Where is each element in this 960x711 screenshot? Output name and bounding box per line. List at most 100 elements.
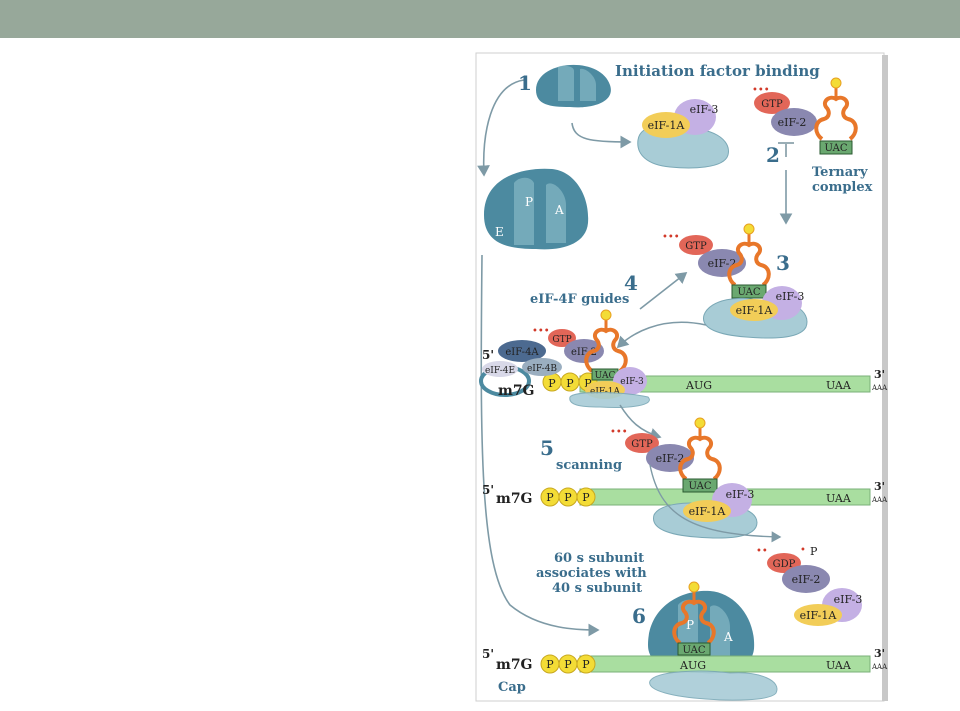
complex-40s-step1: eIF-3 eIF-1A [637, 99, 729, 169]
row3-5prime: 5' [482, 647, 494, 661]
released-factors: •• GDP • P eIF-2 eIF-3 eIF-1A [756, 545, 862, 626]
gdp-label: GDP [773, 559, 796, 570]
s3-eif1a-label: eIF-1A [736, 304, 774, 317]
cap-label: Cap [498, 680, 526, 695]
gtp-phosphates: ••• [752, 85, 770, 96]
row1-p1: P [548, 377, 556, 390]
s6-site-a: A [723, 630, 733, 644]
title-60s-1: 60 s subunit [554, 551, 644, 566]
row2-uaa: UAA [826, 492, 852, 505]
ternary-label-2: complex [812, 180, 873, 195]
released-eif1a-label: eIF-1A [800, 609, 838, 622]
gdp-phosphates: •• [756, 546, 768, 557]
arrow-3-left [616, 321, 707, 349]
ternary-label-1: Ternary [812, 165, 868, 180]
title-initiation-binding: Initiation factor binding [615, 62, 820, 80]
row3-aug: AUG [679, 659, 706, 672]
title-eif4f-guides: eIF-4F guides [530, 292, 629, 307]
ternary-complex: GTP ••• eIF-2 UAC [752, 76, 858, 155]
s5-eif1a-label: eIF-1A [689, 505, 727, 518]
eif1a-oval [642, 112, 690, 138]
eif1a-label: eIF-1A [648, 119, 686, 132]
arrow-1-right [571, 122, 632, 149]
eif4a-label: eIF-4A [505, 347, 539, 358]
arrow-4-up [639, 272, 688, 310]
title-60s-2: associates with [536, 566, 647, 581]
s4-eif2-label: eIF-2 [571, 347, 597, 358]
diagram-canvas: 1 Initiation factor binding eIF-3 eIF-1A… [475, 52, 888, 702]
row2-3prime: 3' [874, 480, 885, 493]
row3-3prime: 3' [874, 647, 885, 660]
row1-polya: AAA [871, 384, 888, 392]
row2-polya: AAA [871, 496, 888, 504]
s4-eif1a-label: eIF-1A [590, 387, 620, 397]
row3-p2: P [564, 658, 572, 671]
title-scanning: scanning [556, 458, 622, 473]
step-1-number: 1 [518, 71, 532, 95]
s4-anticodon-label: UAC [595, 371, 616, 381]
released-eif2-label: eIF-2 [792, 573, 821, 586]
eif2-label: eIF-2 [778, 116, 807, 129]
row2-p1: P [546, 491, 554, 504]
step-4-number: 4 [624, 271, 638, 295]
step-2-number: 2 [766, 143, 780, 167]
arrow-5-release [649, 464, 782, 543]
eif2-oval [771, 108, 817, 136]
released-eif3-label: eIF-3 [834, 593, 863, 606]
pi-label: P [810, 545, 818, 558]
title-60s-3: 40 s subunit [552, 581, 642, 596]
translation-initiation-diagram: 1 Initiation factor binding eIF-3 eIF-1A… [470, 45, 902, 707]
s4-gtp-label: GTP [552, 335, 571, 345]
gtp-oval [754, 92, 790, 114]
row1-p2: P [566, 377, 574, 390]
mrna-row-1: AUG UAA 3' AAA m7G P P P 5' eIF-4A eIF-4… [479, 308, 888, 408]
row1-p3: P [584, 377, 592, 390]
row1-uaa: UAA [826, 379, 852, 392]
s5-anticodon-label: UAC [689, 481, 712, 492]
s6-site-p: P [686, 618, 694, 632]
row2-p3: P [582, 491, 590, 504]
s5-phosphates: ••• [610, 427, 628, 438]
s5-eif3-label: eIF-3 [726, 488, 755, 501]
eif3-label: eIF-3 [690, 103, 719, 116]
row3-uaa: UAA [826, 659, 852, 672]
row1-aug: AUG [685, 379, 712, 392]
eif4b-label: eIF-4B [527, 364, 557, 374]
s5-gtp-label: GTP [631, 439, 653, 450]
pi-dot: • [800, 545, 806, 556]
row1-m7g: m7G [498, 383, 535, 399]
s6-anticodon-label: UAC [683, 645, 706, 656]
anticodon-label: UAC [825, 143, 848, 154]
step-3-number: 3 [776, 251, 790, 275]
row2-p2: P [564, 491, 572, 504]
frame-scrollbar [882, 55, 888, 701]
s3-gtp-label: GTP [685, 241, 707, 252]
gtp-label: GTP [761, 99, 783, 110]
anticodon-box [819, 140, 853, 155]
ribosome-80s-step6: E P A UAC [648, 580, 755, 674]
row1-3prime: 3' [874, 368, 885, 381]
s5-eif2-label: eIF-2 [656, 452, 685, 465]
step-6-number: 6 [632, 604, 646, 628]
step-5-number: 5 [540, 436, 554, 460]
site-a-label: A [554, 203, 564, 217]
small-ribosome-step1 [536, 64, 611, 108]
s3-phosphates: ••• [662, 232, 680, 243]
arrow-4-down [619, 404, 662, 441]
s3-anticodon-label: UAC [738, 287, 761, 298]
s4-eif3-label: eIF-3 [620, 377, 644, 387]
large-ribosome-subunit: E P A [484, 168, 589, 250]
row3-m7g: m7G [496, 657, 533, 673]
row3-polya: AAA [871, 663, 888, 671]
site-p-label: P [525, 195, 533, 209]
row3-p1: P [546, 658, 554, 671]
row3-p3: P [582, 658, 590, 671]
eif4e-label: eIF-4E [485, 366, 515, 376]
arrow-1-down [477, 79, 525, 177]
slide-header-bar [0, 0, 960, 38]
s4-phosphates: ••• [532, 326, 550, 337]
complex-scanning-step5: ••• GTP eIF-2 UAC eIF-3 eIF-1A [610, 416, 758, 539]
complex-43s-step3: ••• GTP eIF-2 UAC eIF-3 eIF-1A [662, 222, 808, 339]
s3-eif2-label: eIF-2 [708, 257, 737, 270]
site-e-label: E [495, 225, 504, 239]
